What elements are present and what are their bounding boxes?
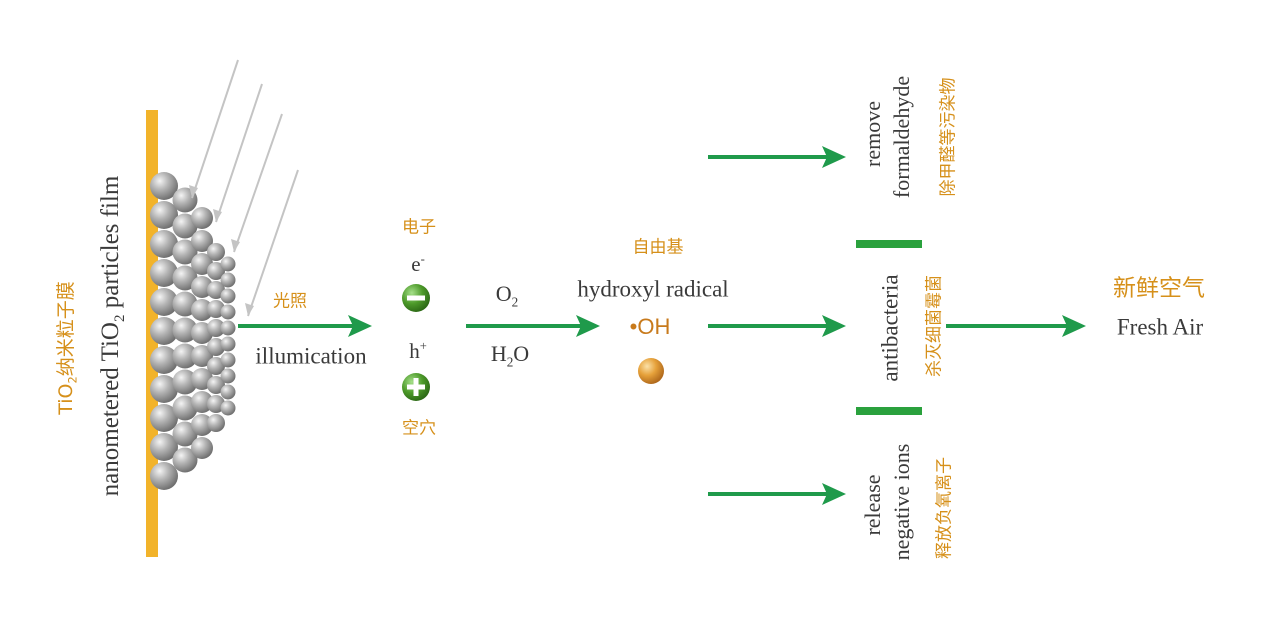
nanoparticle bbox=[150, 201, 178, 229]
nanoparticle bbox=[191, 345, 213, 367]
electron-symbol: e- bbox=[411, 252, 425, 276]
fresh-air-label-en: Fresh Air bbox=[1116, 314, 1204, 340]
flow-arrow-heads bbox=[348, 146, 1086, 505]
nanoparticle bbox=[150, 172, 178, 200]
effect-top-cn: 除甲醛等污染物 bbox=[938, 77, 959, 197]
radical-label-cn: 自由基 bbox=[632, 237, 684, 258]
nanoparticle bbox=[191, 414, 213, 436]
effect-bottom-en-line1: release bbox=[860, 474, 885, 536]
fresh-air-label-cn: 新鲜空气 bbox=[1113, 275, 1205, 302]
electron-label-cn: 电子 bbox=[402, 217, 436, 238]
film-label-en: nanometered TiO2 particles film bbox=[97, 175, 128, 497]
plus-circle-icon bbox=[402, 373, 430, 401]
film-label-cn: TiO2纳米粒子膜 bbox=[54, 281, 80, 415]
nanoparticle bbox=[220, 336, 236, 352]
nanoparticle bbox=[191, 230, 213, 252]
nanoparticle bbox=[172, 369, 198, 395]
nanoparticle bbox=[220, 352, 236, 368]
nanoparticle bbox=[207, 243, 225, 261]
nanoparticle bbox=[207, 357, 225, 375]
separator-bar-top bbox=[856, 240, 922, 248]
nanoparticle bbox=[172, 421, 198, 447]
nanoparticle bbox=[207, 262, 225, 280]
light-rays bbox=[191, 59, 299, 317]
oxygen-formula: O2 bbox=[495, 281, 519, 310]
nanoparticle bbox=[150, 346, 178, 374]
radical-sphere-icon bbox=[638, 358, 664, 384]
effect-mid-en: antibacteria bbox=[877, 274, 903, 382]
radical-label-en: hydroxyl radical bbox=[577, 276, 729, 302]
nanoparticle-layer bbox=[150, 172, 236, 490]
nanoparticle bbox=[191, 299, 213, 321]
nanoparticle bbox=[220, 272, 236, 288]
nanoparticle bbox=[207, 395, 225, 413]
water-formula: H2O bbox=[490, 341, 530, 370]
effect-mid-cn: 杀灭细菌霉菌 bbox=[924, 275, 945, 377]
nanoparticle bbox=[191, 437, 213, 459]
nanoparticle bbox=[220, 368, 236, 384]
hole-symbol: h+ bbox=[409, 339, 427, 363]
flow-arrows bbox=[238, 155, 1076, 496]
nanoparticle bbox=[150, 433, 178, 461]
nanoparticle bbox=[172, 265, 198, 291]
nanoparticle bbox=[207, 376, 225, 394]
nanoparticle bbox=[172, 239, 198, 265]
nanoparticle bbox=[220, 320, 236, 336]
nanoparticle bbox=[207, 414, 225, 432]
nanoparticle bbox=[150, 404, 178, 432]
effect-top-en-line1: remove bbox=[860, 101, 885, 167]
illumination-label-en: illumication bbox=[255, 343, 367, 369]
nanoparticle bbox=[191, 391, 213, 413]
light-ray-heads bbox=[189, 185, 254, 316]
effect-bottom-en-line2: negative ions bbox=[889, 443, 914, 561]
nanoparticle bbox=[207, 281, 225, 299]
radical-symbol: •OH bbox=[629, 314, 671, 339]
nanoparticle bbox=[220, 256, 236, 272]
nanoparticle bbox=[172, 343, 198, 369]
nanoparticle bbox=[207, 319, 225, 337]
nanoparticle bbox=[150, 288, 178, 316]
nanoparticle bbox=[150, 230, 178, 258]
nanoparticle bbox=[220, 384, 236, 400]
nanoparticle bbox=[172, 317, 198, 343]
nanoparticle bbox=[150, 462, 178, 490]
hole-label-cn: 空穴 bbox=[402, 418, 436, 439]
minus-circle-icon bbox=[402, 284, 430, 312]
nanoparticle bbox=[150, 259, 178, 287]
effect-bottom-cn: 释放负氧离子 bbox=[934, 457, 955, 559]
nanoparticle bbox=[207, 300, 225, 318]
nanoparticle bbox=[150, 317, 178, 345]
nanoparticle bbox=[191, 207, 213, 229]
nanoparticle bbox=[220, 400, 236, 416]
nanoparticle bbox=[150, 375, 178, 403]
nanoparticle bbox=[207, 338, 225, 356]
nanoparticle bbox=[220, 288, 236, 304]
effect-top-en-line2: formaldehyde bbox=[889, 75, 914, 199]
illumination-label-cn: 光照 bbox=[273, 291, 307, 312]
nanoparticle bbox=[220, 304, 236, 320]
separator-bar-bottom bbox=[856, 407, 922, 415]
nanoparticle bbox=[172, 447, 198, 473]
